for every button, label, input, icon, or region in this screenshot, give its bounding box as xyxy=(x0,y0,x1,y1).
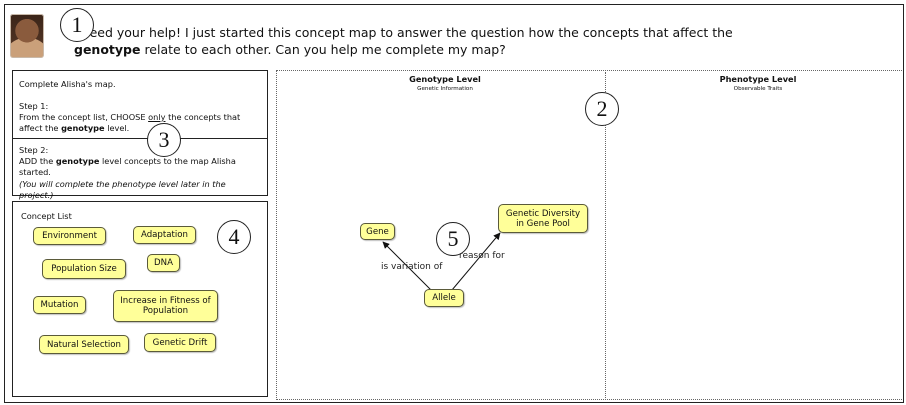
step2-text-before: ADD the xyxy=(19,156,56,166)
map-node-allele[interactable]: Allele xyxy=(424,289,464,307)
step1-bold: genotype xyxy=(61,123,105,133)
callout-4: 4 xyxy=(217,220,251,254)
map-node-gene[interactable]: Gene xyxy=(360,223,395,240)
edge-label-is-variation-of: is variation of xyxy=(381,262,443,272)
intro-text-after: relate to each other. Can you help me co… xyxy=(140,42,506,57)
map-node-genetic-diversity[interactable]: Genetic Diversity in Gene Pool xyxy=(498,204,588,233)
step1-text-after: level. xyxy=(104,123,130,133)
genotype-level-title: Genotype Level xyxy=(409,74,481,84)
link-allele-to-genetic-diversity xyxy=(451,232,501,291)
concept-mutation[interactable]: Mutation xyxy=(33,296,86,314)
intro-message: I need your help! I just started this co… xyxy=(74,24,774,58)
step2-note: (You will complete the phenotype level l… xyxy=(19,179,226,200)
step1-text: From the concept list, CHOOSE only the c… xyxy=(19,112,259,134)
step1-underline: only xyxy=(148,112,166,122)
phenotype-level-subtitle: Observable Traits xyxy=(733,86,783,92)
step2-bold: genotype xyxy=(55,156,100,166)
phenotype-level-title: Phenotype Level xyxy=(719,74,797,84)
callout-1: 1 xyxy=(60,8,94,42)
step1-label: Step 1: xyxy=(19,101,49,111)
genotype-level-subtitle: Genetic Information xyxy=(417,86,473,92)
concept-population-size[interactable]: Population Size xyxy=(42,259,126,279)
steps-title: Complete Alisha's map. xyxy=(19,79,116,89)
concept-map-canvas[interactable] xyxy=(276,70,902,400)
concept-list-title: Concept List xyxy=(21,211,72,221)
link-allele-to-gene xyxy=(382,241,432,291)
level-divider xyxy=(605,72,606,400)
step2-label: Step 2: xyxy=(19,145,49,155)
concept-genetic-drift[interactable]: Genetic Drift xyxy=(144,333,216,352)
intro-text-before: I need your help! I just started this co… xyxy=(74,25,733,40)
edge-label-reason-for: reason for xyxy=(459,251,505,261)
concept-increase-in-fitness[interactable]: Increase in Fitness of Population xyxy=(113,290,218,322)
step2: Step 2: ADD the genotype level concepts … xyxy=(19,145,261,178)
step-divider xyxy=(13,138,267,139)
steps-panel: Complete Alisha's map. Step 1: From the … xyxy=(12,70,268,200)
intro-bold: genotype xyxy=(74,42,141,57)
callout-3: 3 xyxy=(147,123,181,157)
step1: Step 1: From the concept list, CHOOSE on… xyxy=(19,101,259,134)
step1-text-before: From the concept list, CHOOSE xyxy=(19,112,149,122)
concept-natural-selection[interactable]: Natural Selection xyxy=(39,335,129,354)
callout-5: 5 xyxy=(436,222,470,256)
concept-environment[interactable]: Environment xyxy=(33,227,106,245)
step1-text-mid: the concepts that affect the xyxy=(19,112,241,133)
concept-adaptation[interactable]: Adaptation xyxy=(133,226,196,244)
callout-2: 2 xyxy=(585,92,619,126)
step2-text: ADD the genotype level concepts to the m… xyxy=(19,156,261,178)
alisha-avatar xyxy=(10,14,44,58)
step2-text-after: level concepts to the map Alisha started… xyxy=(19,156,236,177)
concept-dna[interactable]: DNA xyxy=(147,254,180,272)
